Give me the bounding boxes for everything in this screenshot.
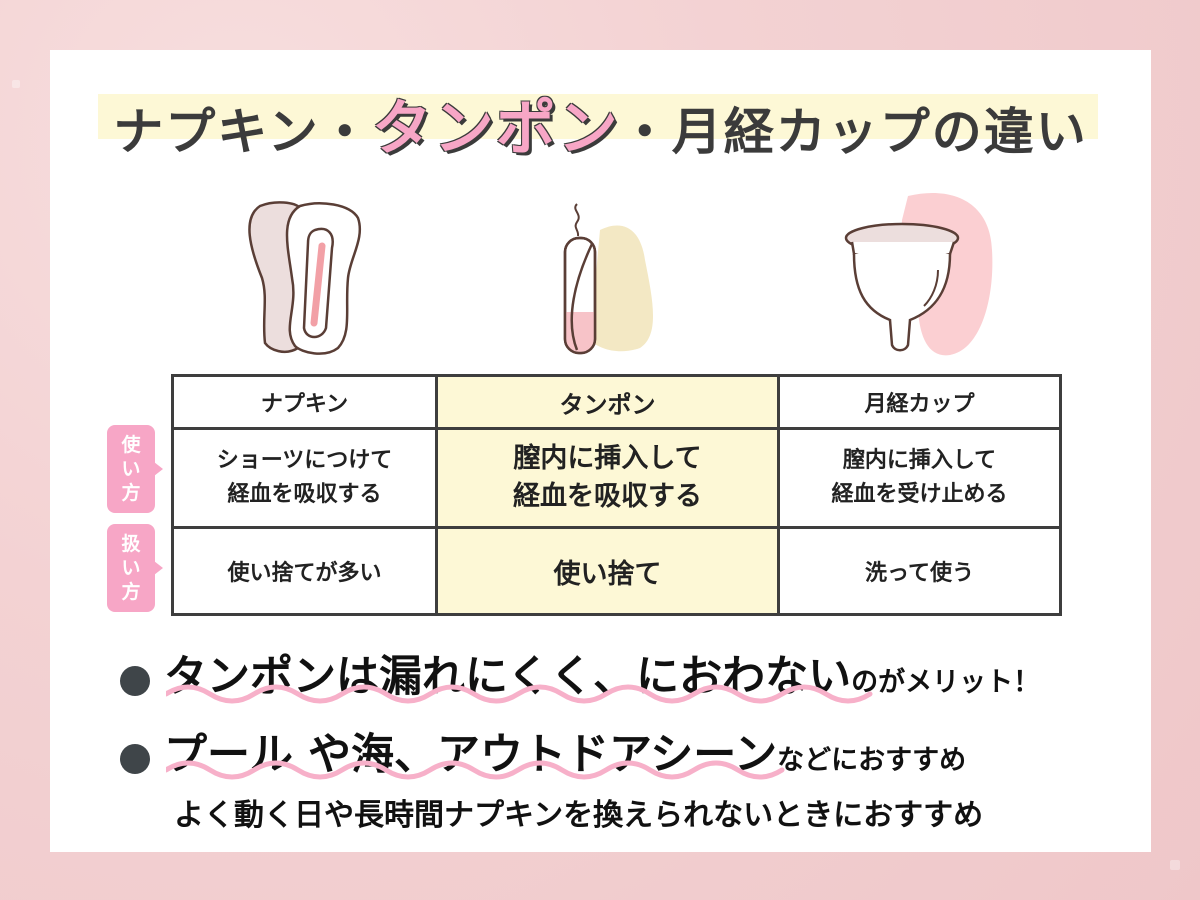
cell-tampon-handling: 使い捨て bbox=[435, 526, 780, 616]
cell-napkin-handling: 使い捨てが多い bbox=[171, 526, 438, 616]
row-label-handling: 扱 い 方 bbox=[107, 524, 163, 612]
sanitary-pad-icon bbox=[248, 201, 362, 355]
cell-napkin-usage: ショーツにつけて経血を吸収する bbox=[171, 427, 438, 529]
title-highlight-band bbox=[98, 94, 1098, 139]
row-label-usage: 使 い 方 bbox=[107, 425, 163, 513]
title-prefix: ナプキン・ bbox=[113, 103, 372, 161]
menstrual-cup-icon bbox=[844, 192, 993, 356]
table-row-usage: ショーツにつけて経血を吸収する 膣内に挿入して経血を吸収する 膣内に挿入して経血… bbox=[171, 427, 1062, 529]
header-napkin: ナプキン bbox=[171, 374, 438, 430]
bullet-recommend: プール や海、アウトドアシーンなどにおすすめ bbox=[120, 720, 966, 782]
bullet-dot-icon bbox=[120, 665, 150, 696]
title-highlight: タンポン bbox=[371, 94, 620, 164]
bullet-dot-icon bbox=[120, 743, 150, 774]
tampon-icon bbox=[563, 203, 654, 355]
row-label-char: い bbox=[121, 557, 141, 579]
wavy-underline-icon bbox=[166, 760, 785, 780]
row-label-char: 扱 bbox=[121, 533, 141, 555]
row-label-char: 方 bbox=[121, 581, 141, 603]
content-card: ナプキン・タンポン・月経カップの違い 使 い 方 扱 い 方 bbox=[50, 50, 1151, 852]
header-tampon: タンポン bbox=[435, 374, 780, 430]
table-row-handling: 使い捨てが多い 使い捨て 洗って使う bbox=[171, 526, 1062, 616]
background-texture bbox=[1170, 860, 1180, 870]
comparison-table: ナプキン タンポン 月経カップ ショーツにつけて経血を吸収する 膣内に挿入して経… bbox=[171, 374, 1062, 616]
wavy-underline-icon bbox=[166, 684, 873, 704]
bullet-rest: などにおすすめ bbox=[777, 745, 967, 776]
row-label-char: 方 bbox=[121, 482, 141, 504]
table-header-row: ナプキン タンポン 月経カップ bbox=[171, 374, 1062, 430]
header-cup: 月経カップ bbox=[777, 374, 1062, 430]
cell-tampon-usage: 膣内に挿入して経血を吸収する bbox=[435, 427, 780, 529]
bullet-rest: のがメリット！ bbox=[851, 667, 1041, 698]
background-texture bbox=[12, 80, 20, 88]
sub-note: よく動く日や長時間ナプキンを換えられないときにおすすめ bbox=[174, 798, 984, 833]
title-suffix: ・月経カップの違い bbox=[619, 103, 1088, 161]
row-label-char: い bbox=[121, 458, 141, 480]
bullet-emphasis: プール や海、アウトドアシーン bbox=[164, 730, 778, 780]
cell-cup-usage: 膣内に挿入して経血を受け止める bbox=[777, 427, 1062, 529]
cell-cup-handling: 洗って使う bbox=[777, 526, 1062, 616]
bullet-merit: タンポンは漏れにくく、におわないのがメリット！ bbox=[120, 642, 1040, 704]
row-label-char: 使 bbox=[121, 434, 141, 456]
page-title: ナプキン・タンポン・月経カップの違い bbox=[50, 80, 1151, 167]
